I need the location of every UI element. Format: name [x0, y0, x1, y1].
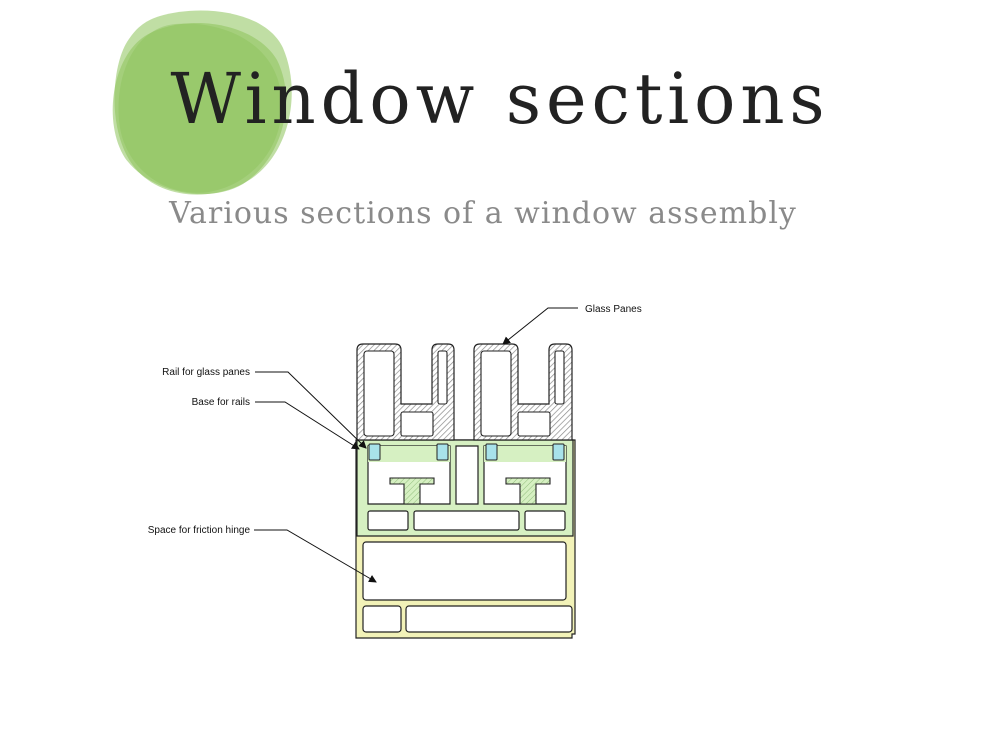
slide-title: Window sections [170, 58, 830, 140]
friction-hinge-cavity [362, 541, 567, 601]
label-glass-panes: Glass Panes [585, 304, 642, 315]
slide-subtitle: Various sections of a window assembly [169, 196, 797, 231]
label-rail-for-glass-panes: Rail for glass panes [162, 367, 250, 378]
decorative-green-blob [112, 10, 292, 195]
rail-seals [368, 443, 565, 461]
label-space-for-friction-hinge: Space for friction hinge [148, 525, 251, 536]
leader-lines [254, 307, 578, 583]
right-glass-sash [473, 343, 573, 441]
rail-base [356, 439, 574, 537]
left-glass-sash [356, 343, 455, 441]
label-base-for-rails: Base for rails [192, 397, 250, 408]
